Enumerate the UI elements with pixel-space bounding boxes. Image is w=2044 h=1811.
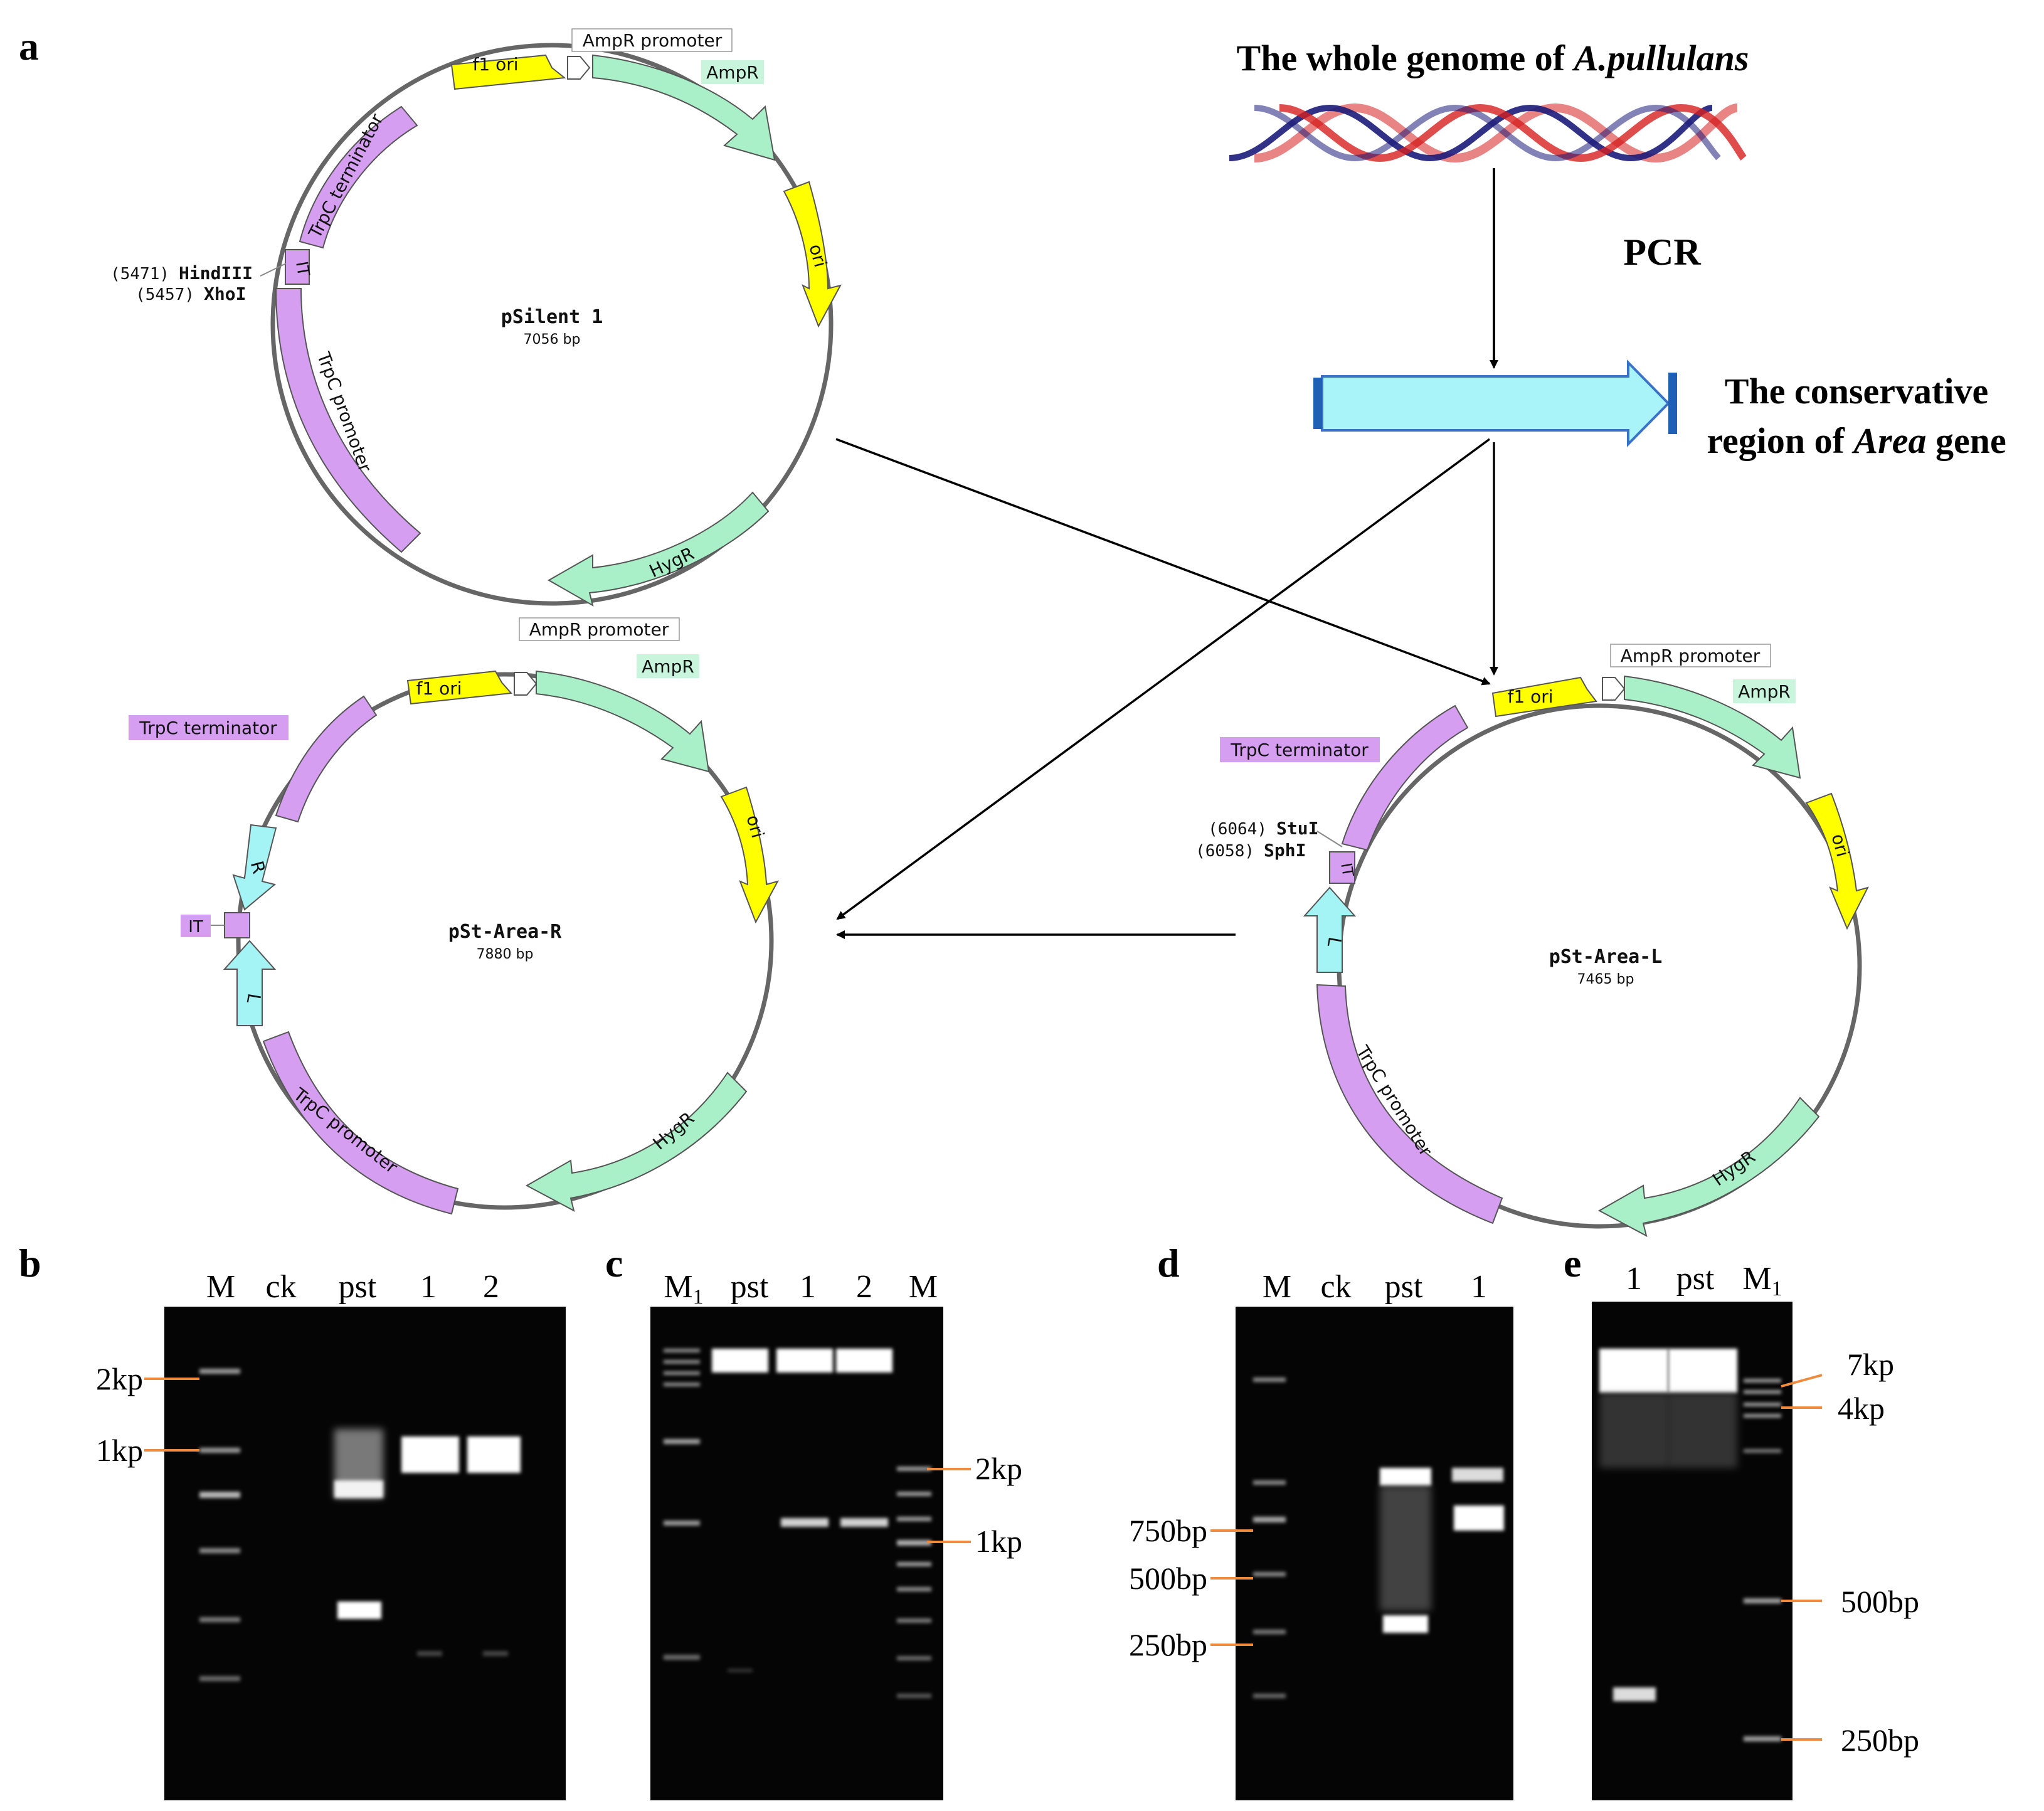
plasmid3-name: pSt-Area-L: [1549, 946, 1663, 968]
plasmid-psilent1: f1 ori AmpR promoter AmpR ori HygR TrpC …: [110, 28, 842, 607]
svg-text:pst: pst: [1385, 1269, 1423, 1305]
svg-text:2kp: 2kp: [96, 1361, 143, 1396]
plasmid3-size: 7465 bp: [1577, 972, 1634, 987]
svg-text:L: L: [1323, 935, 1345, 948]
svg-text:AmpR: AmpR: [1738, 681, 1791, 702]
ampr-promoter-label-3: AmpR promoter: [1621, 645, 1761, 666]
panel-a-label: a: [19, 24, 39, 68]
gel-d-markers: 750bp 500bp 250bp: [1129, 1513, 1253, 1662]
gel-c-markers: 2kp 1kp: [927, 1451, 1022, 1559]
pcr-label: PCR: [1623, 231, 1701, 273]
svg-text:HindIII: HindIII: [179, 263, 253, 284]
svg-text:IT: IT: [1337, 861, 1357, 878]
svg-text:ck: ck: [265, 1269, 296, 1305]
svg-text:1kp: 1kp: [96, 1433, 143, 1468]
gel-d-lane-labels: M ck pst 1: [1263, 1269, 1487, 1305]
svg-text:(5457): (5457): [135, 285, 194, 304]
conservative-region-arrow: [1313, 359, 1677, 447]
svg-text:1: 1: [800, 1269, 816, 1305]
svg-text:pst: pst: [1676, 1261, 1715, 1297]
svg-text:ck: ck: [1320, 1269, 1351, 1305]
panel-c-label: c: [605, 1241, 623, 1285]
svg-text:L: L: [243, 992, 265, 1005]
ampr-promoter-label-2: AmpR promoter: [529, 619, 669, 640]
svg-text:1: 1: [1471, 1269, 1487, 1305]
svg-text:1kp: 1kp: [975, 1524, 1022, 1559]
svg-text:f1 ori: f1 ori: [1508, 686, 1554, 707]
gel-e-markers: 7kp 4kp 500bp 250bp: [1781, 1347, 1919, 1758]
svg-text:SphI: SphI: [1264, 840, 1306, 861]
gel-b: [164, 1307, 566, 1800]
svg-text:(5471): (5471): [110, 265, 169, 284]
panel-d-label: d: [1157, 1241, 1180, 1285]
plasmid2-name: pSt-Area-R: [448, 921, 563, 943]
gel-d-bands: [1253, 1378, 1504, 1698]
svg-text:2: 2: [483, 1269, 499, 1305]
gel-c-lane-labels: M1 pst 1 2 M: [664, 1269, 938, 1309]
trpc-terminator-label-3: TrpC terminator: [1230, 740, 1369, 760]
svg-text:7kp: 7kp: [1847, 1347, 1894, 1382]
svg-text:TrpC promoter: TrpC promoter: [289, 1083, 402, 1177]
svg-text:M: M: [1263, 1269, 1291, 1305]
svg-text:250bp: 250bp: [1129, 1627, 1207, 1662]
gel-b-bands: [199, 1369, 521, 1681]
ampr-promoter-label-1: AmpR promoter: [583, 30, 723, 51]
plasmid1-size: 7056 bp: [524, 332, 581, 348]
svg-text:f1 ori: f1 ori: [473, 54, 519, 75]
svg-text:pst: pst: [731, 1269, 769, 1305]
svg-text:500bp: 500bp: [1841, 1584, 1919, 1619]
plasmid-pst-area-r: f1 ori AmpR promoter AmpR ori HygR TrpC …: [129, 617, 779, 1215]
dna-helix-icon: [1229, 103, 1747, 163]
svg-text:4kp: 4kp: [1838, 1391, 1885, 1426]
svg-text:M1: M1: [664, 1269, 703, 1309]
gel-b-lane-labels: M ck pst 1 2: [206, 1269, 499, 1305]
svg-text:IT: IT: [292, 260, 313, 278]
genome-title: The whole genome of A.pullulans: [1237, 38, 1749, 78]
svg-text:XhoI: XhoI: [204, 284, 246, 304]
svg-text:IT: IT: [188, 918, 203, 937]
svg-text:StuI: StuI: [1276, 818, 1318, 839]
plasmid2-size: 7880 bp: [477, 947, 534, 962]
gel-c: [650, 1307, 943, 1800]
svg-text:M: M: [909, 1269, 938, 1305]
plasmid1-name: pSilent 1: [501, 306, 603, 328]
svg-text:2kp: 2kp: [975, 1451, 1022, 1486]
svg-text:2: 2: [856, 1269, 872, 1305]
svg-text:750bp: 750bp: [1129, 1513, 1207, 1548]
gel-e-bands: [1599, 1349, 1781, 1741]
panel-e-label: e: [1564, 1241, 1581, 1285]
svg-text:(6058): (6058): [1195, 842, 1254, 861]
svg-text:M: M: [206, 1269, 235, 1305]
svg-text:M1: M1: [1742, 1261, 1782, 1300]
gel-b-markers: 2kp 1kp: [96, 1361, 199, 1468]
gel-e-lane-labels: 1 pst M1: [1626, 1261, 1782, 1300]
svg-text:250bp: 250bp: [1841, 1723, 1919, 1758]
plasmid-pst-area-l: f1 ori AmpR promoter AmpR ori HygR TrpC …: [1195, 644, 1869, 1237]
svg-text:AmpR: AmpR: [642, 656, 694, 677]
trpc-terminator-label-2: TrpC terminator: [139, 718, 277, 738]
svg-text:(6064): (6064): [1208, 820, 1267, 839]
svg-text:AmpR: AmpR: [706, 62, 759, 83]
gel-c-bands: [664, 1349, 931, 1698]
conservative-line1: The conservative: [1725, 371, 1988, 412]
svg-text:1: 1: [1626, 1261, 1642, 1297]
svg-text:1: 1: [420, 1269, 437, 1305]
panel-b-label: b: [19, 1241, 41, 1285]
svg-text:f1 ori: f1 ori: [416, 678, 462, 699]
conservative-line2: region of Area gene: [1707, 420, 2006, 461]
svg-text:500bp: 500bp: [1129, 1561, 1207, 1596]
svg-text:pst: pst: [339, 1269, 377, 1305]
gel-d: [1236, 1307, 1513, 1800]
